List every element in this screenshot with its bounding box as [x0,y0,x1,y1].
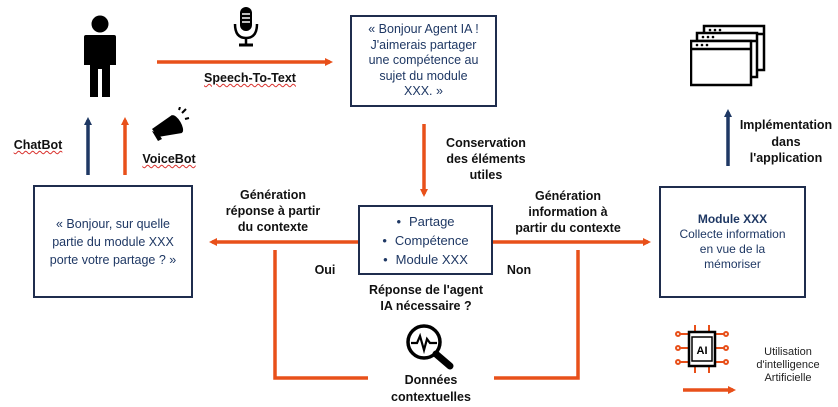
search-analytics-icon [406,324,454,370]
label-question: Réponse de l'agent IA nécessaire ? [368,283,484,313]
module-box-title: Module XXX [697,212,768,226]
label-donnees-contextuelles: Données contextuelles [391,373,471,404]
extracted-elements-box: Partage Compétence Module XXX [358,205,493,275]
connector-non [494,250,580,380]
agent-response-text: « Bonjour, sur quelle partie du module X… [49,216,177,267]
label-generation-left: Génération réponse à partir du contexte [225,188,321,234]
label-conservation: Conservation des éléments utiles [446,136,526,182]
list-item: Partage [382,212,468,231]
list-item: Module XXX [382,250,468,269]
label-generation-right: Génération information à partir du conte… [515,189,621,235]
extracted-elements-list: Partage Compétence Module XXX [382,212,469,269]
connector-oui [273,250,368,380]
module-box-content: Module XXX Collecte information en vue d… [679,212,786,271]
module-box: Module XXX Collecte information en vue d… [659,186,806,298]
label-implementation: Implémentation dans l'application [739,118,833,165]
app-windows-icon [690,24,766,87]
list-item: Compétence [382,231,469,250]
user-request-text: « Bonjour Agent IA ! J'aimerais partager… [368,22,479,99]
label-voicebot: VoiceBot [142,152,196,166]
ai-chip-icon: AI [675,325,729,373]
label-oui: Oui [314,263,336,277]
ai-chip-label: AI [697,345,708,357]
agent-response-box: « Bonjour, sur quelle partie du module X… [33,185,193,298]
label-non: Non [506,263,532,277]
megaphone-icon [152,107,190,141]
label-chatbot: ChatBot [13,138,63,152]
user-request-box: « Bonjour Agent IA ! J'aimerais partager… [350,15,497,107]
legend-text: Utilisation d'intelligence Artificielle [756,346,820,384]
microphone-icon [233,7,259,47]
label-speech-to-text: Speech-To-Text [204,71,296,85]
person-icon [84,15,116,97]
